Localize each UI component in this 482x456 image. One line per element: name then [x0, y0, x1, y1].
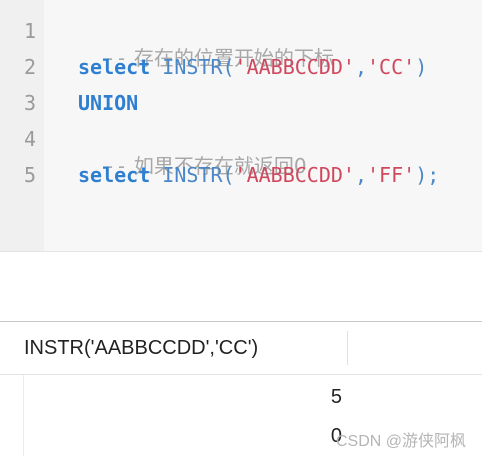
code-line-2[interactable]: select INSTR('AABBCCDD','CC') [78, 55, 427, 79]
comment-text: 如果不存在就返回0 [127, 154, 307, 178]
comma: , [354, 163, 368, 187]
function-name: INSTR [150, 55, 223, 79]
line-number: 5 [23, 163, 36, 187]
comma: , [354, 55, 368, 79]
result-cell[interactable]: 0 [330, 425, 342, 447]
string-literal: 'CC' [367, 55, 416, 79]
close-paren: ); [415, 163, 440, 187]
comment-dash: -- [103, 46, 128, 70]
comment-dash: -- [103, 154, 128, 178]
sql-editor[interactable]: 1 2 3 4 5 -- 存在的位置开始的下标 select INSTR('AA… [0, 0, 482, 252]
column-header[interactable]: INSTR('AABBCCDD','CC') [24, 337, 259, 359]
line-number: 1 [23, 19, 36, 43]
string-literal: 'AABBCCDD' [234, 163, 355, 187]
string-literal: 'AABBCCDD' [234, 55, 355, 79]
row-gutter [0, 375, 24, 456]
line-number-gutter: 1 2 3 4 5 [0, 0, 44, 251]
comment-text: 存在的位置开始的下标 [127, 46, 334, 70]
function-name: INSTR [150, 163, 223, 187]
line-number: 4 [23, 127, 36, 151]
code-line-1[interactable]: -- 存在的位置开始的下标 [78, 18, 334, 95]
open-paren: ( [222, 55, 235, 79]
code-line-4[interactable]: -- 如果不存在就返回0 [78, 126, 307, 203]
open-paren: ( [222, 163, 235, 187]
keyword-union: UNION [78, 91, 139, 115]
code-line-3[interactable]: UNION [78, 91, 138, 115]
line-number: 3 [23, 91, 36, 115]
watermark: CSDN @游侠阿枫 [335, 433, 466, 450]
keyword-select: select [78, 163, 151, 187]
result-cell[interactable]: 5 [330, 386, 342, 408]
string-literal: 'FF' [367, 163, 416, 187]
column-resize-handle[interactable] [347, 331, 348, 365]
code-line-5[interactable]: select INSTR('AABBCCDD','FF'); [78, 163, 439, 187]
keyword-select: select [78, 55, 151, 79]
close-paren: ) [415, 55, 428, 79]
line-number: 2 [23, 55, 36, 79]
result-grid-header: INSTR('AABBCCDD','CC') [0, 321, 482, 375]
